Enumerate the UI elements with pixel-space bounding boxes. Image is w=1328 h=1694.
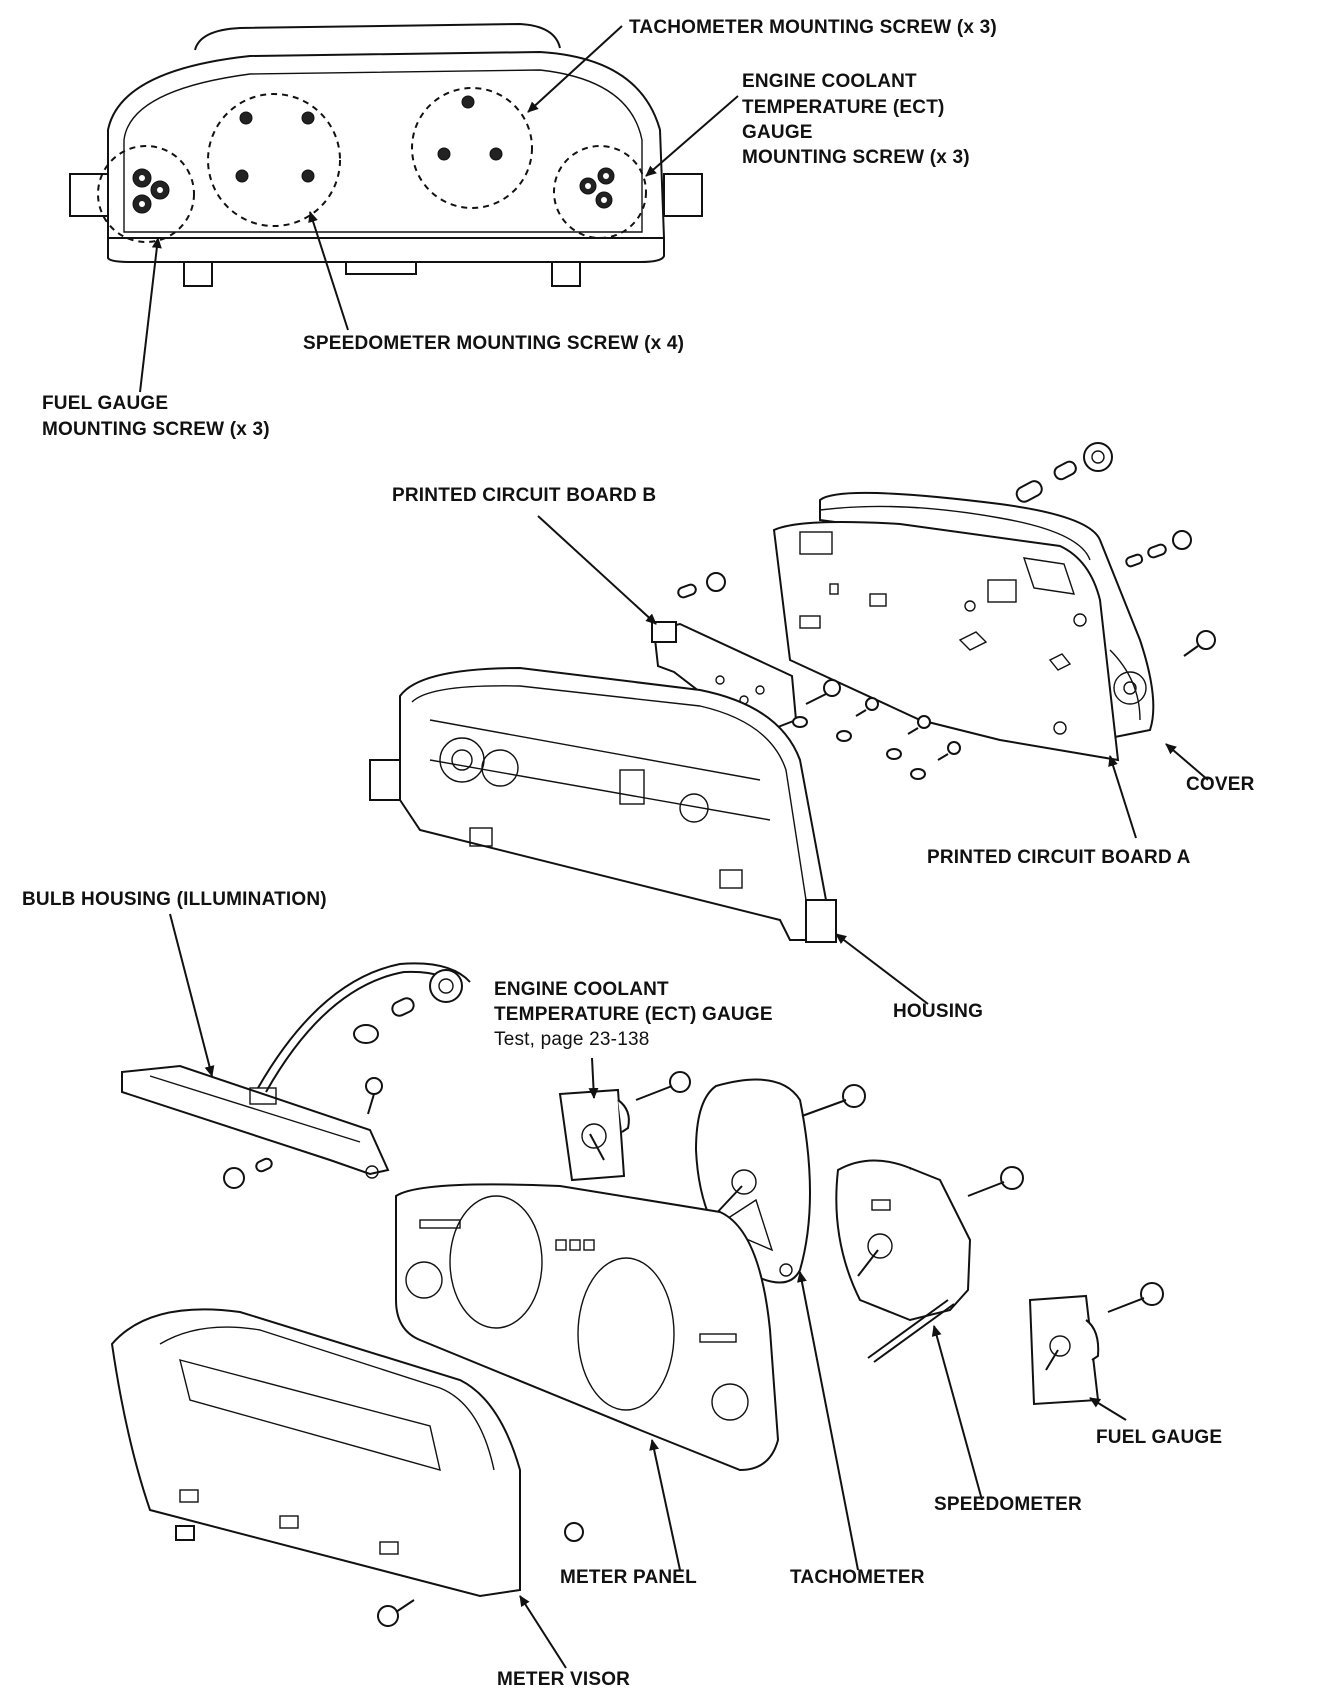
- label-ect-gauge-line1: ENGINE COOLANT: [494, 979, 669, 1000]
- meter-visor-part: [110, 1308, 521, 1598]
- label-meter-visor: METER VISOR: [497, 1669, 631, 1690]
- speedometer-screw-circle: [207, 93, 341, 227]
- label-ect-mounting-screw-line1: ENGINE COOLANT: [742, 71, 917, 92]
- speedometer-part: [835, 1159, 972, 1363]
- printed-circuit-board-a: [772, 521, 1120, 762]
- label-ect-mounting-screw-line4: MOUNTING SCREW (x 3): [742, 147, 970, 168]
- label-fuel-gauge-mounting-screw-line2: MOUNTING SCREW (x 3): [42, 419, 270, 440]
- label-printed-circuit-board-b: PRINTED CIRCUIT BOARD B: [392, 485, 657, 506]
- label-tachometer: TACHOMETER: [790, 1567, 925, 1588]
- label-ect-mounting-screw-line2: TEMPERATURE (ECT): [742, 97, 945, 118]
- label-fuel-gauge-mounting-screw-line1: FUEL GAUGE: [42, 393, 169, 414]
- label-cover: COVER: [1186, 774, 1255, 795]
- ect-gauge-screw-circle: [553, 145, 647, 239]
- cover-screw: [1183, 630, 1216, 657]
- label-meter-panel: METER PANEL: [560, 1567, 697, 1588]
- meter-panel-part: [395, 1183, 780, 1472]
- label-speedometer-mounting-screw: SPEEDOMETER MOUNTING SCREW (x 4): [303, 333, 685, 354]
- bulb-housing-part: [121, 962, 471, 1179]
- label-printed-circuit-board-a: PRINTED CIRCUIT BOARD A: [927, 847, 1191, 868]
- bulb-right-small: [1125, 530, 1192, 568]
- speedometer-screws: [235, 111, 315, 183]
- fuel-gauge-part: [1028, 1294, 1100, 1406]
- label-tachometer-mounting-screw: TACHOMETER MOUNTING SCREW (x 3): [629, 17, 997, 38]
- bulb-socket-top: [1015, 442, 1113, 503]
- fuel-gauge-screw-circle: [97, 145, 195, 243]
- label-ect-gauge-line2: TEMPERATURE (ECT) GAUGE: [494, 1004, 773, 1025]
- tachometer-screw-circle: [411, 87, 533, 209]
- meter-visor-screws: [377, 1522, 584, 1627]
- bulb-housing-screws: [223, 1077, 383, 1189]
- ect-gauge-screws: [579, 167, 615, 209]
- fuel-gauge-screw: [1107, 1282, 1164, 1313]
- speedometer-screw: [967, 1166, 1024, 1197]
- pcb-b-screws: [677, 572, 961, 780]
- ect-gauge-part: [558, 1088, 630, 1182]
- fuel-gauge-screws: [132, 168, 170, 214]
- ect-gauge-screw: [635, 1071, 691, 1101]
- tachometer-screws: [437, 95, 503, 161]
- label-ect-gauge-test-reference: Test, page 23-138: [494, 1029, 650, 1050]
- housing-part: [369, 666, 837, 943]
- label-fuel-gauge: FUEL GAUGE: [1096, 1427, 1223, 1448]
- label-bulb-housing: BULB HOUSING (ILLUMINATION): [22, 889, 327, 910]
- label-ect-mounting-screw-line3: GAUGE: [742, 122, 813, 143]
- tachometer-screw: [801, 1084, 866, 1117]
- label-housing: HOUSING: [893, 1001, 984, 1022]
- label-speedometer: SPEEDOMETER: [934, 1494, 1082, 1515]
- rear-view-assembly: [69, 22, 703, 287]
